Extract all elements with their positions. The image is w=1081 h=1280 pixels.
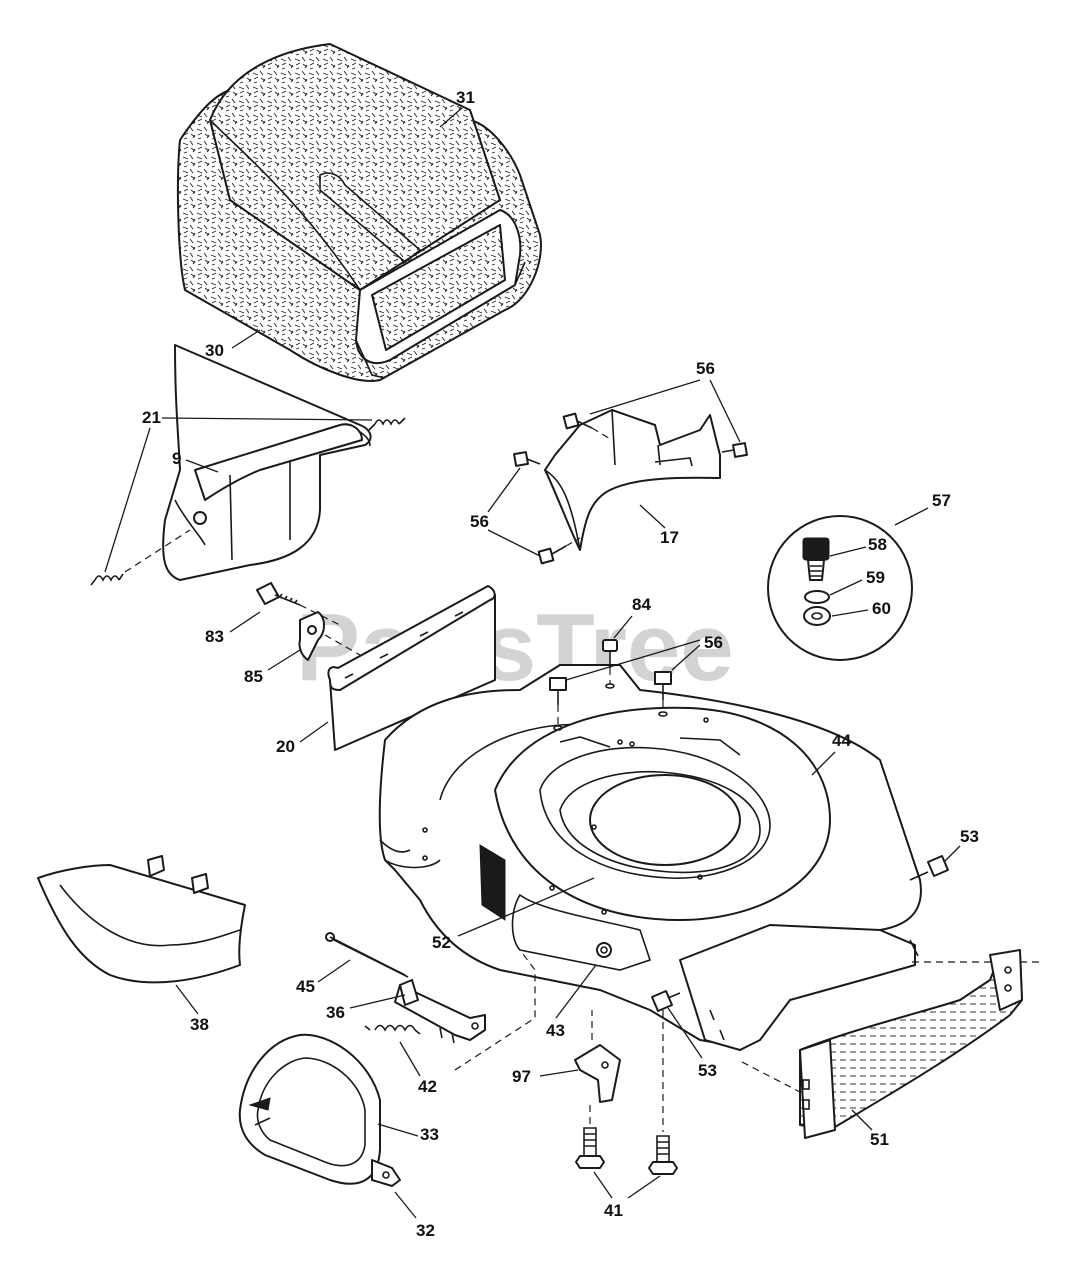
callout-56-left: 56 — [470, 467, 541, 557]
callout-56-top: 56 — [589, 359, 741, 443]
callout-21: 21 — [104, 408, 373, 573]
side-deflector — [37, 855, 246, 984]
callout-43: 43 — [546, 964, 597, 1040]
rear-deflector — [162, 344, 372, 581]
callout-53-right: 53 — [943, 827, 979, 863]
bolt-41-a — [575, 1105, 605, 1169]
callout-97-label: 97 — [512, 1067, 531, 1086]
washer-59 — [804, 590, 830, 604]
bolt-56-chute-c — [721, 442, 748, 458]
callout-59-label: 59 — [866, 568, 885, 587]
bracket-36 — [394, 979, 486, 1044]
bolt-53-right — [909, 855, 949, 881]
grass-bag — [176, 43, 542, 382]
bracket-97 — [574, 1010, 621, 1103]
callout-42-label: 42 — [418, 1077, 437, 1096]
callout-58-label: 58 — [868, 535, 887, 554]
callout-56-top-label: 56 — [696, 359, 715, 378]
callout-58: 58 — [829, 535, 887, 557]
callout-51-label: 51 — [870, 1130, 889, 1149]
callout-53-right-label: 53 — [960, 827, 979, 846]
callout-41-label: 41 — [604, 1201, 623, 1220]
callout-60-label: 60 — [872, 599, 891, 618]
callout-31: 31 — [439, 88, 475, 128]
callout-53-front: 53 — [667, 1007, 717, 1080]
callout-97: 97 — [512, 1067, 579, 1086]
height-adjuster-inset — [767, 515, 913, 661]
knob-58 — [802, 537, 830, 581]
bolts-56-deck — [549, 671, 672, 731]
mulch-cover-33 — [238, 1033, 381, 1185]
nut-60 — [803, 606, 831, 626]
latch-32 — [371, 1159, 401, 1187]
callout-52-label: 52 — [432, 933, 451, 952]
callout-33-label: 33 — [420, 1125, 439, 1144]
bolt-56-chute-d — [537, 537, 581, 565]
callout-44: 44 — [811, 731, 851, 776]
callout-20-label: 20 — [276, 737, 295, 756]
bolt-41-b — [648, 1010, 678, 1175]
callout-59: 59 — [829, 568, 885, 596]
callout-57: 57 — [894, 491, 951, 526]
callout-36: 36 — [326, 994, 406, 1022]
callout-56-deck: 56 — [565, 633, 723, 681]
spring-21-top — [368, 417, 406, 431]
callout-20: 20 — [276, 721, 329, 756]
callout-60: 60 — [831, 599, 891, 618]
bolt-53-front — [651, 990, 681, 1012]
callout-9: 9 — [172, 449, 219, 473]
callout-83: 83 — [205, 611, 261, 646]
callout-85: 85 — [244, 649, 301, 686]
callout-21-label: 21 — [142, 408, 161, 427]
callout-85-label: 85 — [244, 667, 263, 686]
callout-30: 30 — [205, 329, 261, 360]
callout-41: 41 — [593, 1171, 661, 1220]
callout-84: 84 — [613, 595, 651, 639]
rod-45 — [325, 932, 409, 978]
callout-17: 17 — [639, 504, 679, 547]
callout-44-label: 44 — [832, 731, 851, 750]
rear-flap-20 — [327, 585, 496, 751]
callout-33: 33 — [377, 1123, 439, 1144]
callout-56-deck-label: 56 — [704, 633, 723, 652]
bolt-83 — [256, 582, 341, 626]
bolt-84 — [602, 639, 618, 689]
callout-53-front-label: 53 — [698, 1061, 717, 1080]
callout-38: 38 — [175, 984, 209, 1034]
callout-42: 42 — [399, 1041, 437, 1096]
bolt-56-chute-b — [513, 451, 541, 467]
spring-21-bottom — [90, 529, 191, 586]
mower-deck — [378, 664, 922, 1051]
bolt-56-chute-a — [562, 412, 613, 441]
callout-84-label: 84 — [632, 595, 651, 614]
discharge-chute — [544, 409, 721, 551]
spring-42 — [364, 1024, 421, 1035]
callout-45-label: 45 — [296, 977, 315, 996]
callout-17-label: 17 — [660, 528, 679, 547]
callout-57-label: 57 — [932, 491, 951, 510]
callout-45: 45 — [296, 959, 351, 996]
callout-83-label: 83 — [205, 627, 224, 646]
callout-30-label: 30 — [205, 341, 224, 360]
callout-43-label: 43 — [546, 1021, 565, 1040]
callout-9-label: 9 — [172, 449, 181, 468]
bracket-85 — [298, 611, 361, 661]
callout-38-label: 38 — [190, 1015, 209, 1034]
callout-31-label: 31 — [456, 88, 475, 107]
callout-52: 52 — [432, 877, 595, 952]
callout-32: 32 — [394, 1191, 435, 1240]
callout-56-left-label: 56 — [470, 512, 489, 531]
callout-32-label: 32 — [416, 1221, 435, 1240]
bumper-51 — [741, 949, 1040, 1139]
callout-51: 51 — [851, 1109, 889, 1149]
callout-36-label: 36 — [326, 1003, 345, 1022]
